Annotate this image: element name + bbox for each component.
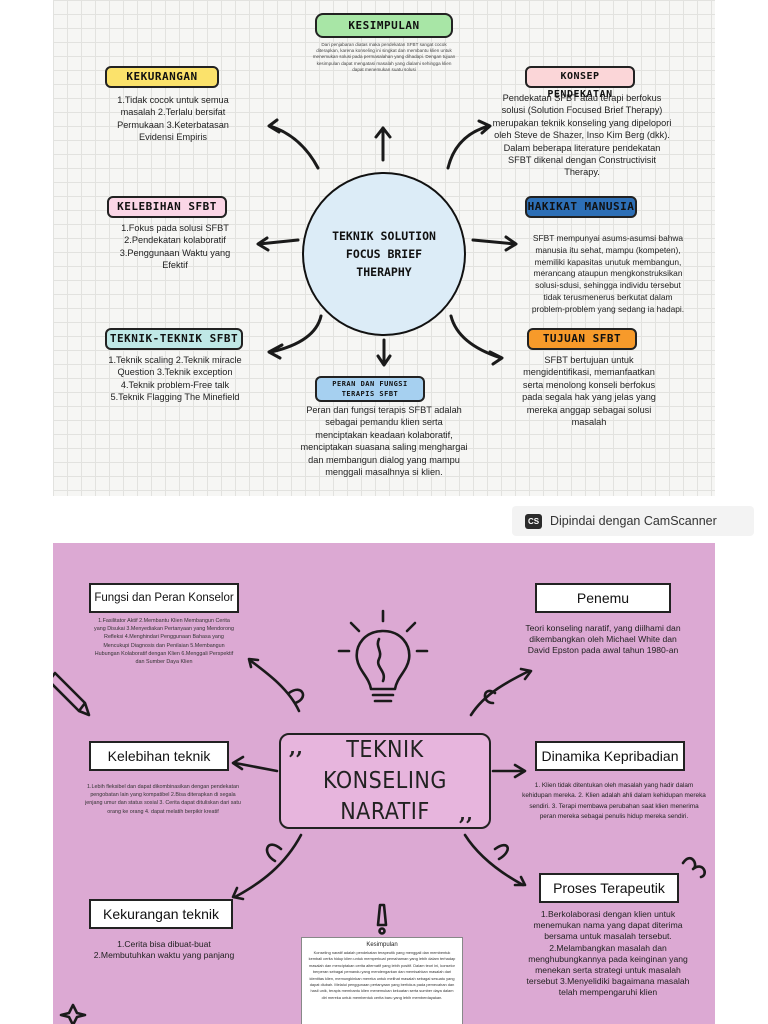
kekurangan-teknik-text: 1.Cerita bisa dibuat-buat 2.Membutuhkan … <box>93 939 235 961</box>
naratif-doodles <box>53 609 706 1024</box>
peran-fungsi-terapis-text: Peran dan fungsi terapis SFBT adalah seb… <box>300 405 468 478</box>
kekurangan-teknik-heading: Kekurangan teknik <box>89 899 233 929</box>
penemu-text: Teori konseling naratif, yang diilhami d… <box>525 623 681 656</box>
camscanner-watermark: CS Dipindai dengan CamScanner <box>512 506 754 536</box>
hakikat-manusia-text: SFBT mempunyai asums-asumsi bahwa manusi… <box>531 233 685 314</box>
sfbt-arrows <box>256 118 518 367</box>
kesimpulan-text: Dari penjabaran diatas maka pendekatan S… <box>312 42 456 72</box>
konsep-pendekatan-heading: KONSEP PENDEKATAN <box>525 66 635 100</box>
quote-close-mark: ,, <box>459 801 473 825</box>
pencil-icon <box>53 671 91 717</box>
lightbulb-icon <box>337 609 429 703</box>
camscanner-logo-icon: CS <box>525 513 542 529</box>
sfbt-center-circle: TEKNIK SOLUTION FOCUS BRIEF THERAPHY <box>302 172 466 336</box>
fungsi-peran-konselor-heading: Fungsi dan Peran Konselor <box>89 583 239 613</box>
fungsi-peran-konselor-text: 1.Fasilitator Aktif 2.Membantu Klien Mem… <box>94 618 234 666</box>
proses-terapeutik-text: 1.Berkolaborasi dengan klien untuk menem… <box>526 909 690 998</box>
star-icon <box>59 1003 87 1024</box>
exclamation-icon <box>376 903 388 927</box>
proses-terapeutik-heading: Proses Terapeutik <box>539 873 679 903</box>
kesimpulan-note-text: Konseling naratif adalah pendekatan tera… <box>308 950 456 1000</box>
tujuan-sfbt-text: SFBT bertujuan untuk mengidentifikasi, m… <box>522 355 656 428</box>
kesimpulan-note-title: Kesimpulan <box>366 942 398 948</box>
kekurangan-heading: KEKURANGAN <box>105 66 219 88</box>
hakikat-manusia-heading: HAKIKAT MANUSIA <box>525 196 637 218</box>
quote-open-mark: ,, <box>289 735 303 759</box>
konsep-pendekatan-text: Pendekatan SFBT atau terapi berfokus sol… <box>492 93 672 178</box>
kelebihan-sfbt-heading: KELEBIHAN SFBT <box>107 196 227 218</box>
peran-fungsi-terapis-heading: PERAN DAN FUNGSI TERAPIS SFBT <box>315 376 425 402</box>
kelebihan-sfbt-text: 1.Fokus pada solusi SFBT 2.Pendekatan ko… <box>119 223 231 271</box>
camscanner-label: Dipindai dengan CamScanner <box>550 514 717 528</box>
sfbt-mindmap-panel: KESIMPULAN Dari penjabaran diatas maka p… <box>53 0 715 496</box>
kelebihan-teknik-text: 1.Lebih fleksibel dan dapat dikombinasik… <box>85 784 241 815</box>
tujuan-sfbt-heading: TUJUAN SFBT <box>527 328 637 350</box>
teknik-teknik-sfbt-text: 1.Teknik scaling 2.Teknik miracle Questi… <box>108 355 242 403</box>
kesimpulan-note: Kesimpulan Konseling naratif adalah pend… <box>301 937 463 1024</box>
naratif-center-title: TEKNIK KONSELING NARATIF <box>323 736 447 825</box>
dinamika-kepribadian-text: 1. Klien tidak ditentukan oleh masalah y… <box>522 782 706 821</box>
kekurangan-text: 1.Tidak cocok untuk semua masalah 2.Terl… <box>117 95 229 143</box>
dinamika-kepribadian-heading: Dinamika Kepribadian <box>535 741 685 771</box>
naratif-center-title-box: TEKNIK KONSELING NARATIF <box>279 733 491 829</box>
sfbt-center-title: TEKNIK SOLUTION FOCUS BRIEF THERAPHY <box>332 229 436 279</box>
kelebihan-teknik-heading: Kelebihan teknik <box>89 741 229 771</box>
naratif-mindmap-panel: Fungsi dan Peran Konselor 1.Fasilitator … <box>53 543 715 1024</box>
penemu-heading: Penemu <box>535 583 671 613</box>
teknik-teknik-sfbt-heading: TEKNIK-TEKNIK SFBT <box>105 328 243 350</box>
kesimpulan-heading: KESIMPULAN <box>315 13 453 38</box>
